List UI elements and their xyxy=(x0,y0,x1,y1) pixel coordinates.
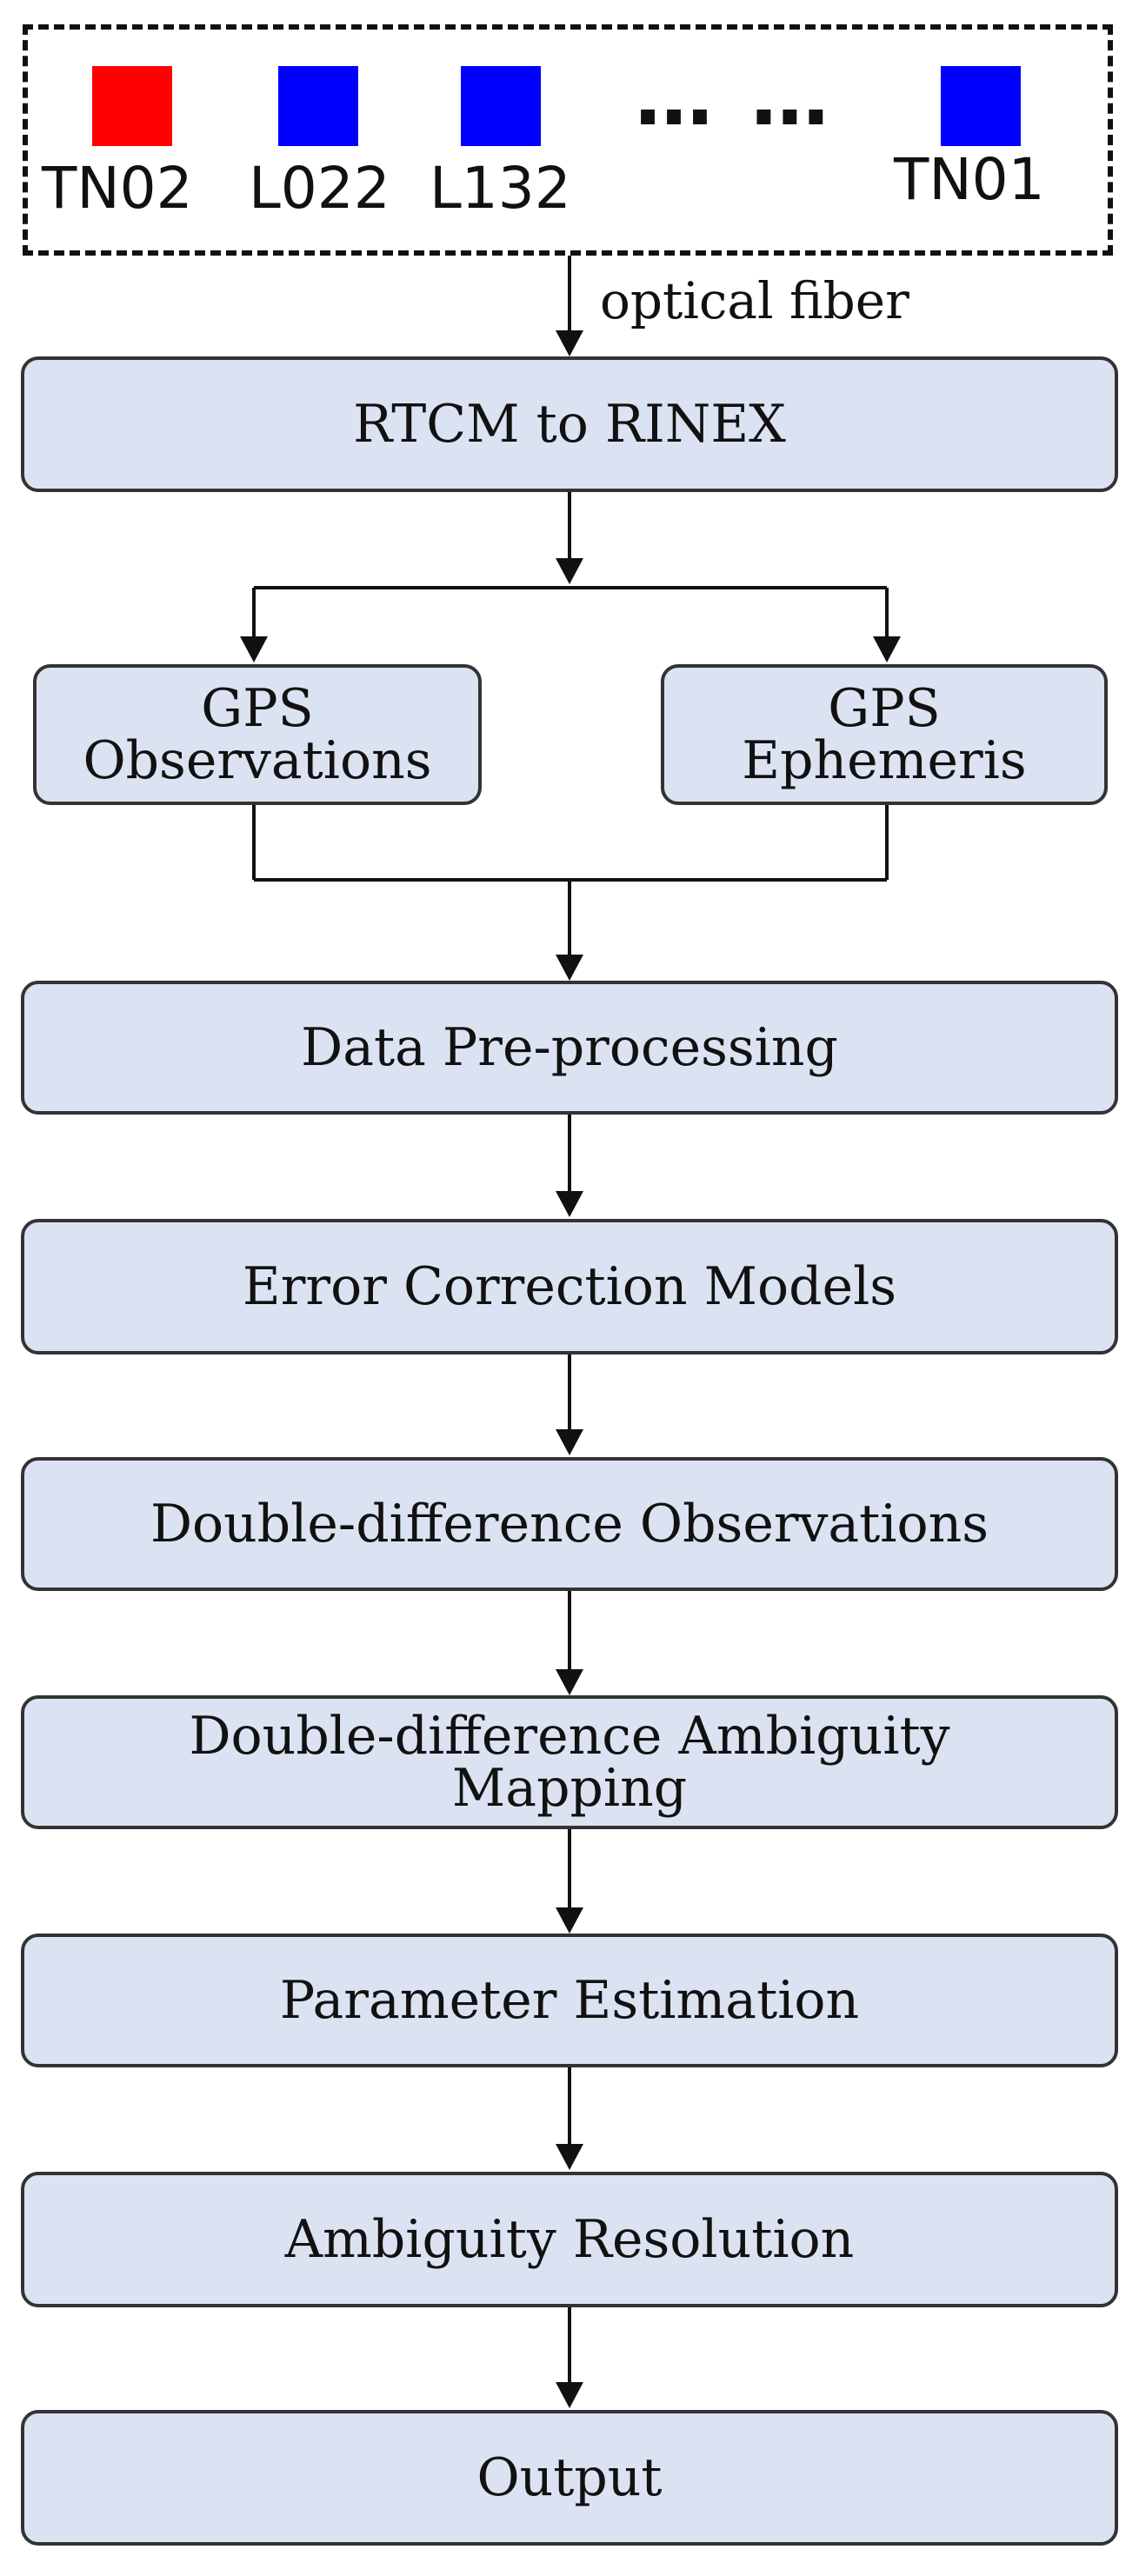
station-l132-marker xyxy=(461,66,541,146)
node-gps-obs-line1: GPS xyxy=(201,678,314,739)
arrow-rtcm-head xyxy=(556,558,583,584)
arrow-ambres-head xyxy=(556,2382,583,2408)
node-gps-eph-line1: GPS xyxy=(828,678,941,739)
node-ambres-label: Ambiguity Resolution xyxy=(284,2209,855,2270)
node-ddamb-line1: Double-difference Ambiguity xyxy=(189,1706,950,1767)
node-output-label: Output xyxy=(476,2447,663,2508)
node-parameter-estimation: Parameter Estimation xyxy=(21,1934,1118,2067)
station-tn02-marker xyxy=(92,66,172,146)
node-ddobs-label: Double-difference Observations xyxy=(150,1494,989,1554)
arrow-pre-head xyxy=(556,1191,583,1217)
node-dd-ambiguity-mapping: Double-difference Ambiguity Mapping xyxy=(21,1695,1118,1829)
node-ddamb-line2: Mapping xyxy=(451,1758,688,1819)
node-gps-obs-line2: Observations xyxy=(83,730,432,791)
station-l022-marker xyxy=(278,66,358,146)
node-gps-eph-line2: Ephemeris xyxy=(742,730,1027,791)
node-ambiguity-resolution: Ambiguity Resolution xyxy=(21,2172,1118,2307)
node-gps-ephemeris: GPS Ephemeris xyxy=(661,664,1108,805)
node-gps-observations: GPS Observations xyxy=(33,664,482,805)
arrow-ddamb-head xyxy=(556,1907,583,1934)
station-ellipsis: … … xyxy=(635,52,835,143)
station-tn01-label: TN01 xyxy=(894,146,1045,213)
arrow-err-head xyxy=(556,1429,583,1455)
station-tn02-label: TN02 xyxy=(42,155,193,222)
node-rtcm-label: RTCM to RINEX xyxy=(353,394,786,455)
station-group xyxy=(23,24,1113,256)
arrow-obs-head xyxy=(240,636,268,662)
node-preprocess-label: Data Pre-processing xyxy=(301,1017,838,1078)
arrow-eph-head xyxy=(873,636,901,662)
node-dd-observations: Double-difference Observations xyxy=(21,1457,1118,1591)
node-error-label: Error Correction Models xyxy=(242,1256,897,1317)
arrow-merge-head xyxy=(556,955,583,981)
station-tn01-marker xyxy=(941,66,1021,146)
node-rtcm-to-rinex: RTCM to RINEX xyxy=(21,356,1118,492)
arrow-fiber-head xyxy=(556,330,583,356)
node-data-preprocessing: Data Pre-processing xyxy=(21,981,1118,1115)
station-l022-label: L022 xyxy=(249,155,390,222)
arrow-param-head xyxy=(556,2144,583,2170)
optical-fiber-label: optical fiber xyxy=(600,271,909,330)
node-error-correction: Error Correction Models xyxy=(21,1219,1118,1355)
node-output: Output xyxy=(21,2410,1118,2546)
arrow-ddobs-head xyxy=(556,1669,583,1695)
node-param-label: Parameter Estimation xyxy=(279,1970,860,2031)
station-l132-label: L132 xyxy=(430,155,571,222)
